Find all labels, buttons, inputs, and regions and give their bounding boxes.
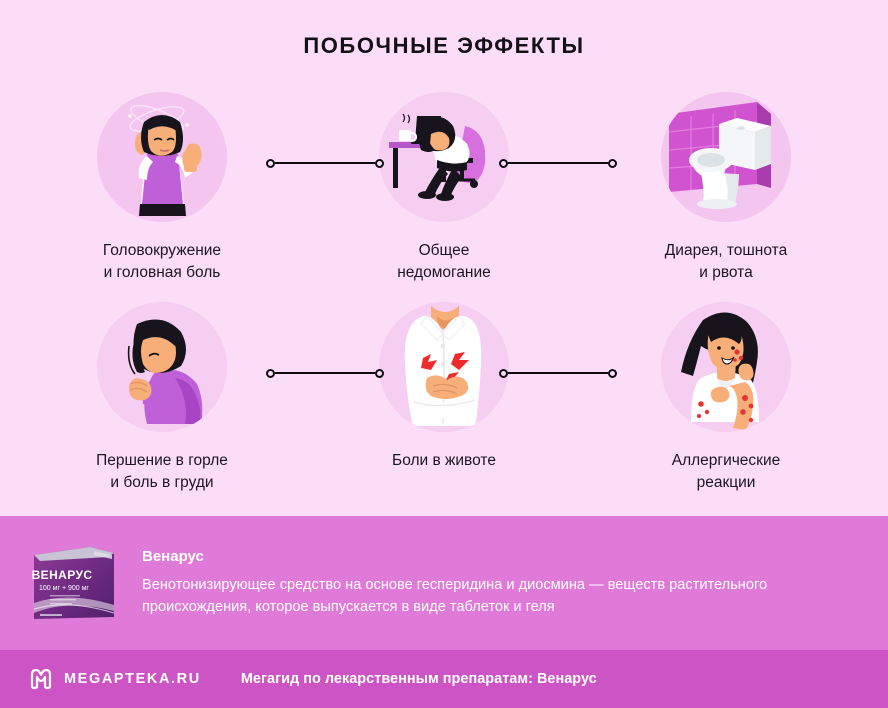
woman-tired-at-desk-icon <box>379 92 509 222</box>
effect-label: Боли в животе <box>392 452 496 469</box>
side-effects-row-1: Головокружение и головная боль <box>44 92 844 284</box>
connector-row2-1-2 <box>266 367 384 379</box>
product-name: Венарус <box>142 548 204 565</box>
footer-caption: Мегагид по лекарственным препаратам: Вен… <box>240 671 597 687</box>
svg-text:ВЕНАРУС: ВЕНАРУС <box>32 568 93 582</box>
connector-line <box>275 162 375 164</box>
woman-coughing-icon <box>97 302 227 432</box>
page-title: ПОБОЧНЫЕ ЭФФЕКТЫ <box>303 33 585 58</box>
connector-dot <box>266 368 275 378</box>
effect-label: Общее недомогание <box>397 242 491 281</box>
effect-label: Диарея, тошнота и рвота <box>664 242 788 281</box>
page-title-container: ПОБОЧНЫЕ ЭФФЕКТЫ <box>0 0 888 92</box>
woman-skin-rash-icon <box>661 302 791 432</box>
brand-name: MEGAPTEKA.RU <box>64 671 201 687</box>
connector-row1-2-3 <box>499 157 617 169</box>
side-effects-grid: Головокружение и головная боль <box>0 92 888 494</box>
woman-dizzy-headache-icon <box>97 92 227 222</box>
effect-item-allergic-reactions: Аллергические реакции <box>608 302 844 494</box>
connector-dot <box>499 158 508 168</box>
connector-row2-2-3 <box>499 367 617 379</box>
effect-item-malaise: Общее недомогание <box>326 92 562 284</box>
product-description: Венотонизирующее средство на основе гесп… <box>142 577 768 615</box>
product-info-band: ВЕНАРУС 100 мг + 900 мг Венарус Венотони… <box>0 516 888 650</box>
connector-dot <box>608 368 617 378</box>
connector-dot <box>608 158 617 168</box>
connector-dot <box>375 368 384 378</box>
side-effects-row-2: Першение в горле и боль в груди <box>44 302 844 494</box>
effect-label: Першение в горле и боль в груди <box>96 452 228 491</box>
connector-dot <box>499 368 508 378</box>
product-text-block: Венарус Венотонизирующее средство на осн… <box>142 548 822 618</box>
effect-label: Головокружение и головная боль <box>102 242 222 281</box>
toilet-icon <box>661 92 791 222</box>
connector-row1-1-2 <box>266 157 384 169</box>
effect-item-throat-chest: Першение в горле и боль в груди <box>44 302 280 494</box>
svg-text:100 мг + 900 мг: 100 мг + 900 мг <box>39 585 89 592</box>
effect-item-dizziness: Головокружение и головная боль <box>44 92 280 284</box>
brand-logo[interactable]: MEGAPTEKA.RU <box>28 666 201 692</box>
effect-label: Аллергические реакции <box>671 452 781 491</box>
footer-bar: MEGAPTEKA.RU Мегагид по лекарственным пр… <box>0 650 888 708</box>
connector-dot <box>375 158 384 168</box>
connector-line <box>275 372 375 374</box>
effect-item-diarrhea-nausea: Диарея, тошнота и рвота <box>608 92 844 284</box>
product-package-image: ВЕНАРУС 100 мг + 900 мг <box>28 545 120 621</box>
effect-item-abdominal-pain: Боли в животе <box>326 302 562 494</box>
connector-line <box>508 372 608 374</box>
person-stomach-pain-icon <box>379 302 509 432</box>
connector-dot <box>266 158 275 168</box>
megapteka-m-logo-icon <box>30 668 52 690</box>
connector-line <box>508 162 608 164</box>
